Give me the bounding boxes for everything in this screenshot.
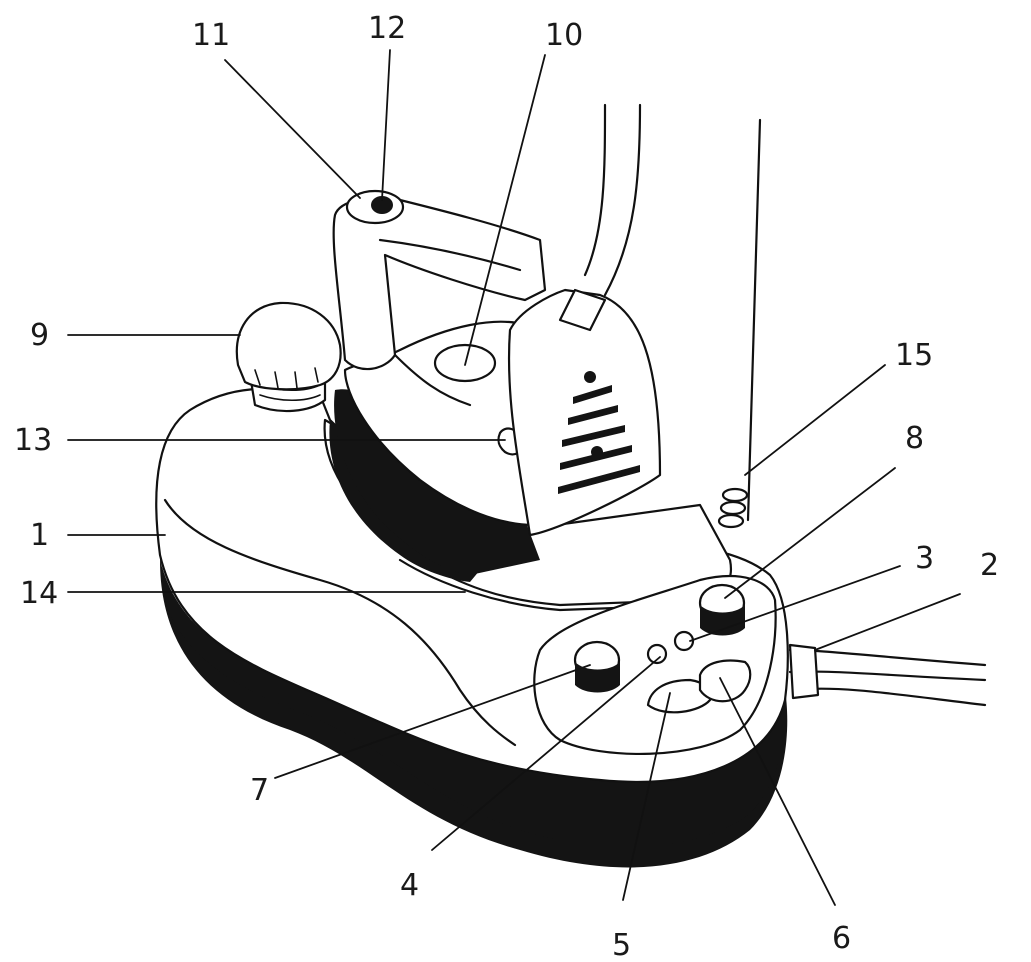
callout-7: 7 [250,773,269,808]
leader-15 [744,364,886,476]
water-tank-cap[interactable] [235,301,342,413]
callout-5: 5 [612,928,631,962]
leader-3 [689,565,901,642]
callout-9: 9 [30,318,49,353]
leader-5 [622,692,671,901]
leader-8 [724,467,896,599]
callout-2: 2 [980,548,999,583]
callout-11: 11 [192,18,230,53]
indicator-light-left [646,643,668,665]
cord-spring [717,118,762,529]
base-bottom-band-2 [160,555,785,847]
leader-2 [814,593,961,651]
leader-6 [719,677,836,906]
hose-clip [558,288,607,332]
callout-1: 1 [30,518,49,553]
indicator-light-right [673,630,695,652]
steam-knob[interactable] [698,583,746,636]
callout-12: 12 [368,11,406,46]
leader-12 [381,49,391,201]
callout-8: 8 [905,421,924,456]
steam-switch[interactable] [698,659,752,703]
callout-15: 15 [895,338,933,373]
leader-lines [67,49,961,906]
vent-slots [558,371,640,494]
leader-11 [224,59,361,199]
callout-3: 3 [915,541,934,576]
leader-4 [431,656,661,851]
leader-7 [274,664,591,779]
handle-inner [378,238,522,272]
steam-iron [332,103,662,575]
leader-10 [464,54,546,366]
callout-14: 14 [20,576,58,611]
callout-labels: 1 2 3 4 5 6 7 8 9 10 11 12 13 14 15 [14,11,999,962]
steam-button[interactable] [371,196,393,214]
temperature-knob[interactable] [573,640,621,693]
steam-hose [583,103,642,297]
power-cord [788,643,987,707]
callout-10: 10 [545,18,583,53]
iron-rest-rim [398,558,702,612]
base-shell-contour [163,498,517,747]
callout-13: 13 [14,423,52,458]
callout-4: 4 [400,868,419,903]
callout-6: 6 [832,921,851,956]
